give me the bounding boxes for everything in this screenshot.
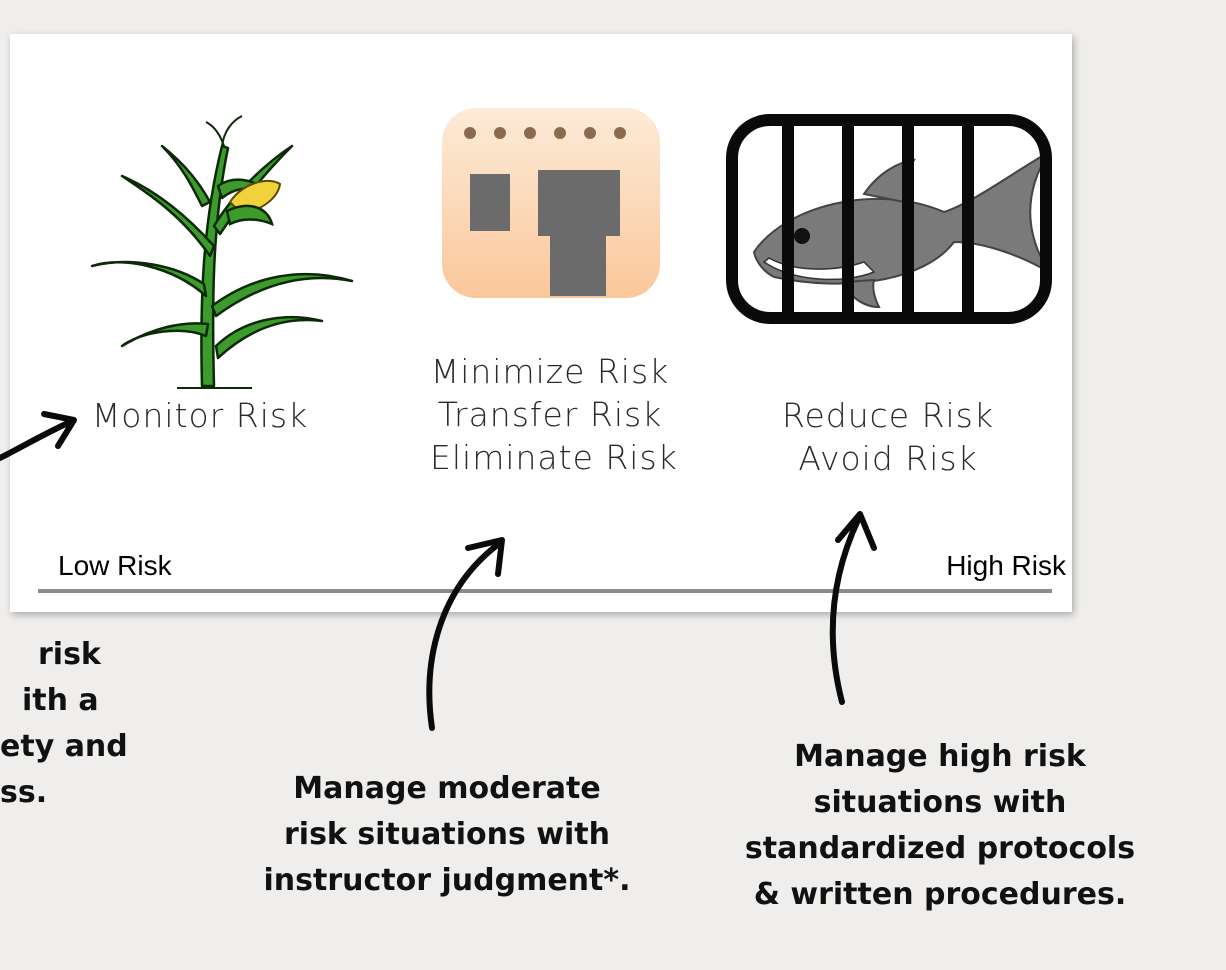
low-risk-strategies: Monitor Risk	[80, 394, 320, 437]
high-risk-note: Manage high risk situations with standar…	[730, 734, 1150, 918]
note-line: ety and	[0, 729, 128, 764]
note-line: risk situations with	[283, 817, 610, 852]
strategy-label: Monitor Risk	[91, 396, 309, 435]
note-line: ss.	[0, 775, 48, 810]
corn-plant-icon	[90, 115, 354, 389]
low-risk-label: Low Risk	[58, 550, 172, 581]
caged-shark-icon	[726, 114, 1052, 324]
low-risk-note: risk ith a ety and ss.	[0, 632, 180, 816]
strategy-label: Eliminate Risk	[430, 438, 678, 477]
moderate-risk-strategies: Minimize Risk Transfer Risk Eliminate Ri…	[430, 350, 678, 479]
note-line: instructor judgment*.	[263, 863, 631, 898]
strategy-label: Minimize Risk	[430, 352, 670, 391]
high-risk-label: High Risk	[946, 550, 1066, 581]
note-line: Manage moderate	[293, 771, 601, 806]
note-line: ith a	[22, 683, 99, 718]
strategy-label: Avoid Risk	[798, 439, 978, 478]
strategy-label: Reduce Risk	[782, 396, 994, 435]
note-line: standardized protocols	[744, 831, 1136, 866]
moderate-risk-note: Manage moderate risk situations with ins…	[252, 766, 642, 904]
note-line: risk	[38, 637, 101, 672]
strategy-label: Transfer Risk	[437, 395, 663, 434]
high-risk-strategies: Reduce Risk Avoid Risk	[768, 394, 1008, 480]
risk-slide: Monitor Risk Minimize Risk Transfer Risk…	[10, 34, 1072, 612]
note-line: Manage high risk	[794, 739, 1086, 774]
calendar-app-icon	[442, 108, 660, 298]
note-line: situations with	[813, 785, 1067, 820]
note-line: & written procedures.	[753, 877, 1127, 912]
